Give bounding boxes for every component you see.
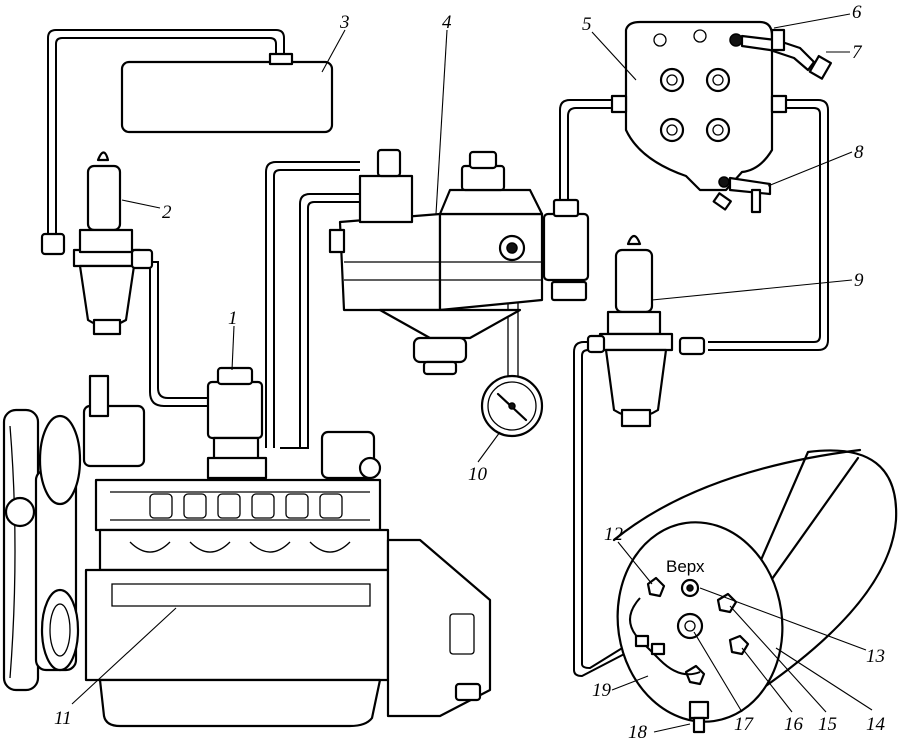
callout-16: 16 <box>784 714 804 735</box>
callout-10: 10 <box>468 464 488 485</box>
callout-5: 5 <box>582 14 592 35</box>
engine-11 <box>2 374 492 728</box>
filter-9 <box>586 234 706 428</box>
callout-6: 6 <box>852 2 862 23</box>
tank-top-label: Верх <box>666 557 705 576</box>
callout-1: 1 <box>228 308 238 329</box>
callout-14: 14 <box>866 714 886 735</box>
callout-13: 13 <box>866 646 885 667</box>
callout-17: 17 <box>734 714 755 735</box>
callout-labels: 1 2 3 4 5 6 7 8 9 10 11 12 13 14 15 16 1… <box>54 2 886 743</box>
callout-15: 15 <box>818 714 837 735</box>
reducer-4 <box>328 148 590 376</box>
filter-2 <box>40 151 154 336</box>
callout-12: 12 <box>604 524 624 545</box>
callout-18: 18 <box>628 722 648 743</box>
callout-2: 2 <box>162 202 172 223</box>
fuel-tank-3 <box>120 52 334 134</box>
leader-lines <box>71 13 873 733</box>
mixer-unit-1 <box>206 366 268 480</box>
callout-8: 8 <box>854 142 864 163</box>
gas-cylinder: Верх <box>612 448 898 734</box>
callout-4: 4 <box>442 12 452 33</box>
callout-11: 11 <box>54 708 72 729</box>
callout-3: 3 <box>339 12 350 33</box>
mixer-block-5 <box>610 20 833 214</box>
pipelines <box>47 29 829 678</box>
callout-9: 9 <box>854 270 864 291</box>
callout-19: 19 <box>592 680 612 701</box>
callout-7: 7 <box>852 42 863 63</box>
pressure-gauge-10 <box>480 374 544 438</box>
